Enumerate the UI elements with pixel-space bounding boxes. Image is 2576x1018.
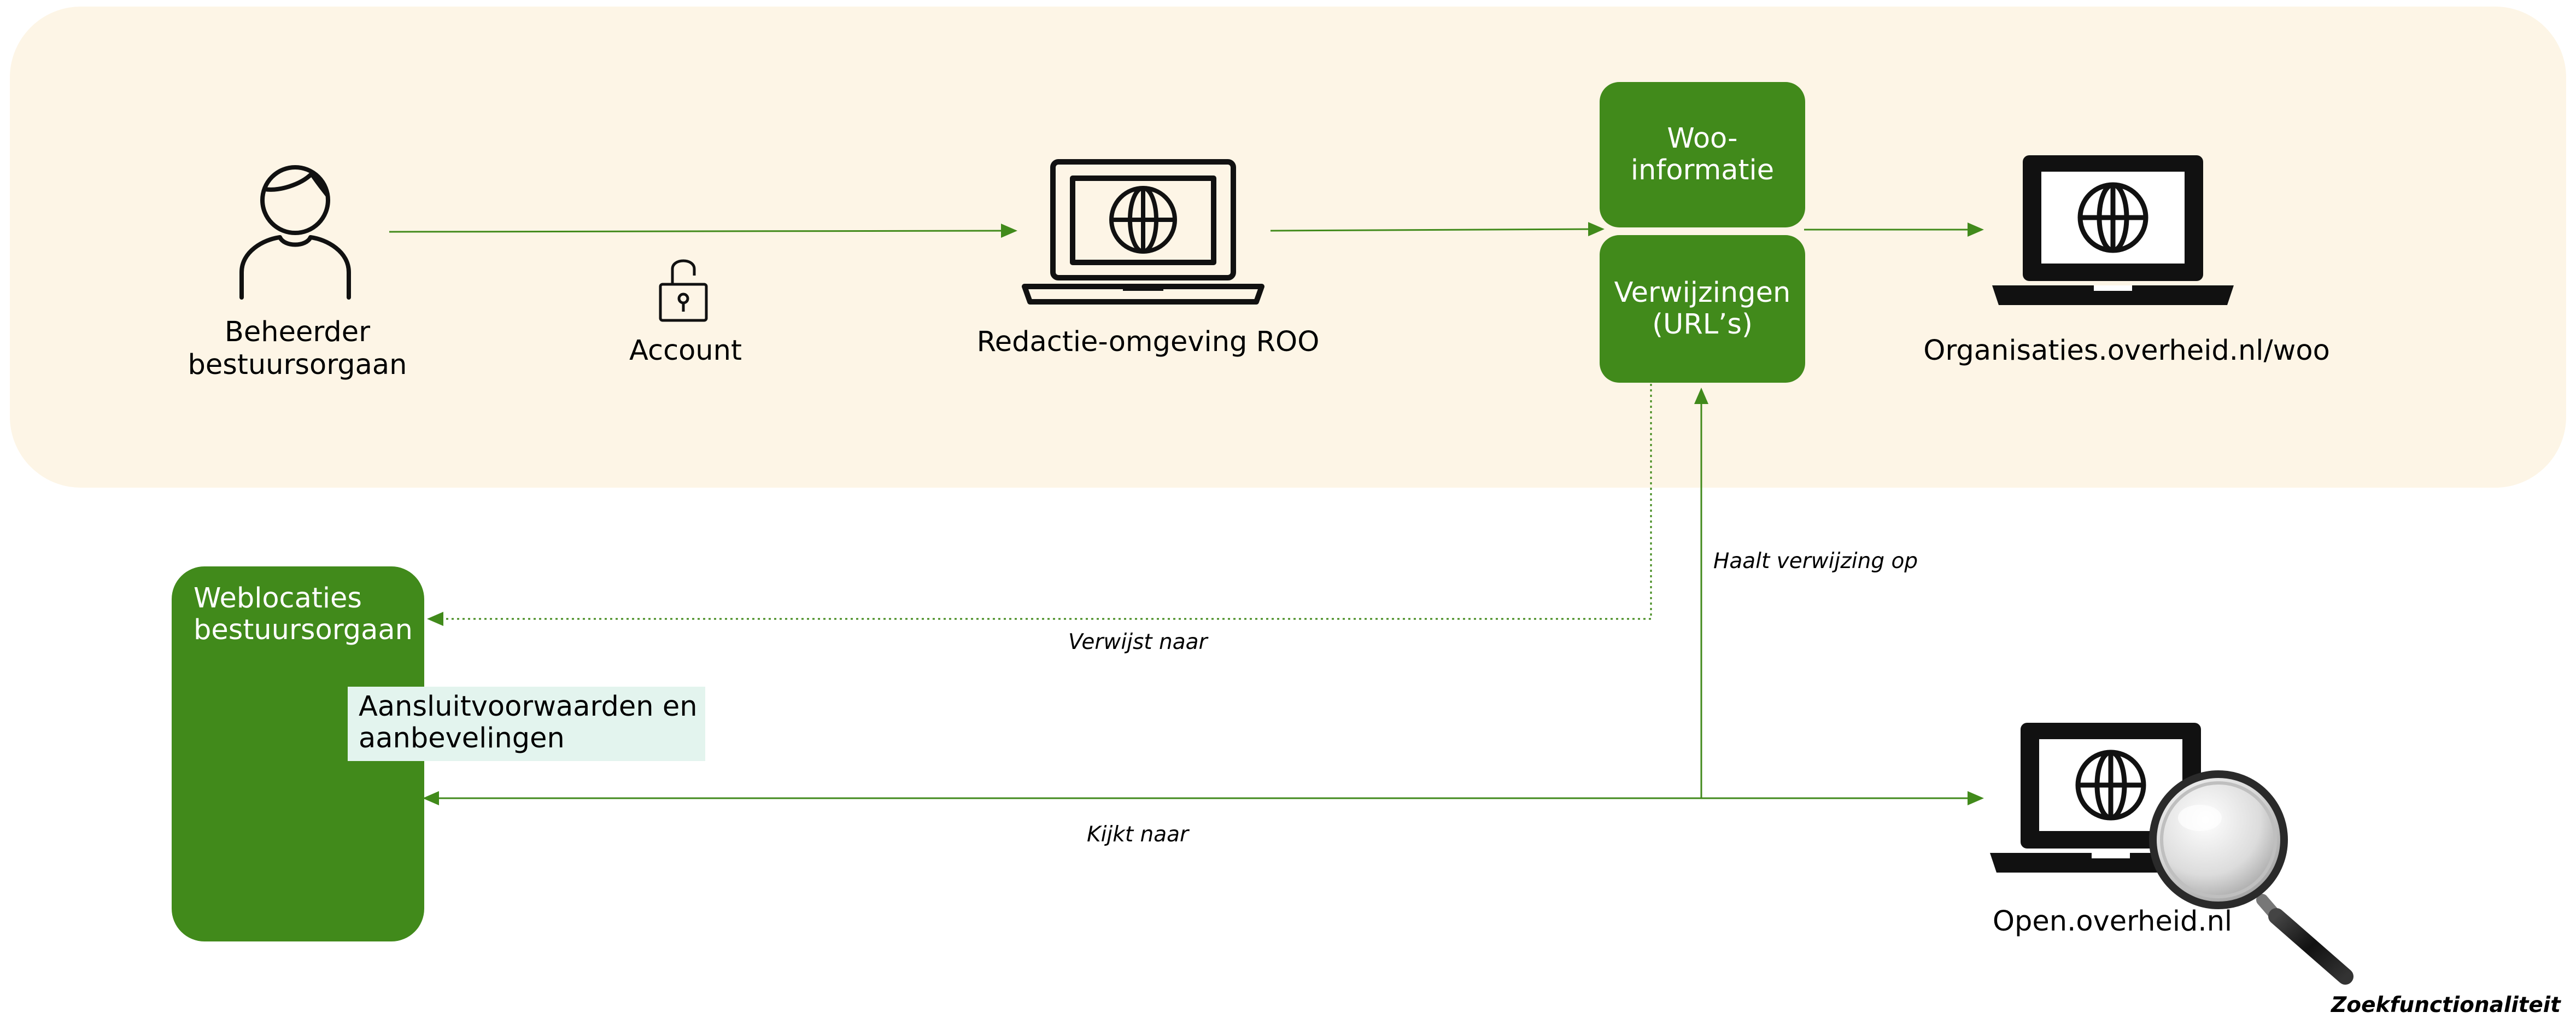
woo-info-box: Woo- informatie <box>1600 82 1805 227</box>
arrow-verwijst-naar <box>427 384 1652 626</box>
verwijzingen-line2: (URL’s) <box>1652 308 1753 341</box>
weblocaties-line1: Weblocaties <box>194 582 362 615</box>
woo-info-line1: Woo- <box>1667 122 1738 155</box>
edge-label-verwijst: Verwijst naar <box>1068 630 1208 654</box>
verwijzingen-box: Verwijzingen (URL’s) <box>1600 235 1805 383</box>
actor-label: Beheerder bestuursorgaan <box>161 316 434 382</box>
unlocked-padlock-icon <box>659 259 708 322</box>
arrow-actor-to-editor <box>389 224 1017 238</box>
weblocaties-title: Weblocaties bestuursorgaan <box>194 583 413 646</box>
edge-label-kijkt: Kijkt naar <box>1087 822 1189 847</box>
aansluit-line1: Aansluitvoorwaarden en <box>359 691 698 723</box>
magnifier-icon <box>2149 770 2353 985</box>
account-label: Account <box>629 335 742 367</box>
edge-label-haalt: Haalt verwijzing op <box>1713 549 1918 574</box>
laptop-globe-icon <box>1022 159 1264 305</box>
open-overheid-label: Open.overheid.nl <box>1992 905 2233 938</box>
weblocaties-line2: bestuursorgaan <box>194 614 413 646</box>
arrow-editor-to-woo <box>1270 222 1605 237</box>
person-icon <box>239 165 351 300</box>
editor-label: Redactie-omgeving ROO <box>976 326 1320 358</box>
actor-label-line1: Beheerder <box>224 316 371 348</box>
laptop-globe-icon <box>1992 155 2234 305</box>
aansluitvoorwaarden-note: Aansluitvoorwaarden en aanbevelingen <box>348 687 705 761</box>
actor-label-line2: bestuursorgaan <box>188 349 407 381</box>
verwijzingen-line1: Verwijzingen <box>1614 277 1791 309</box>
organisaties-label: Organisaties.overheid.nl/woo <box>1923 335 2330 367</box>
woo-info-line2: informatie <box>1630 154 1775 186</box>
zoekfunctionaliteit-label: Zoekfunctionaliteit <box>2331 993 2561 1017</box>
aansluit-line2: aanbevelingen <box>359 722 565 754</box>
